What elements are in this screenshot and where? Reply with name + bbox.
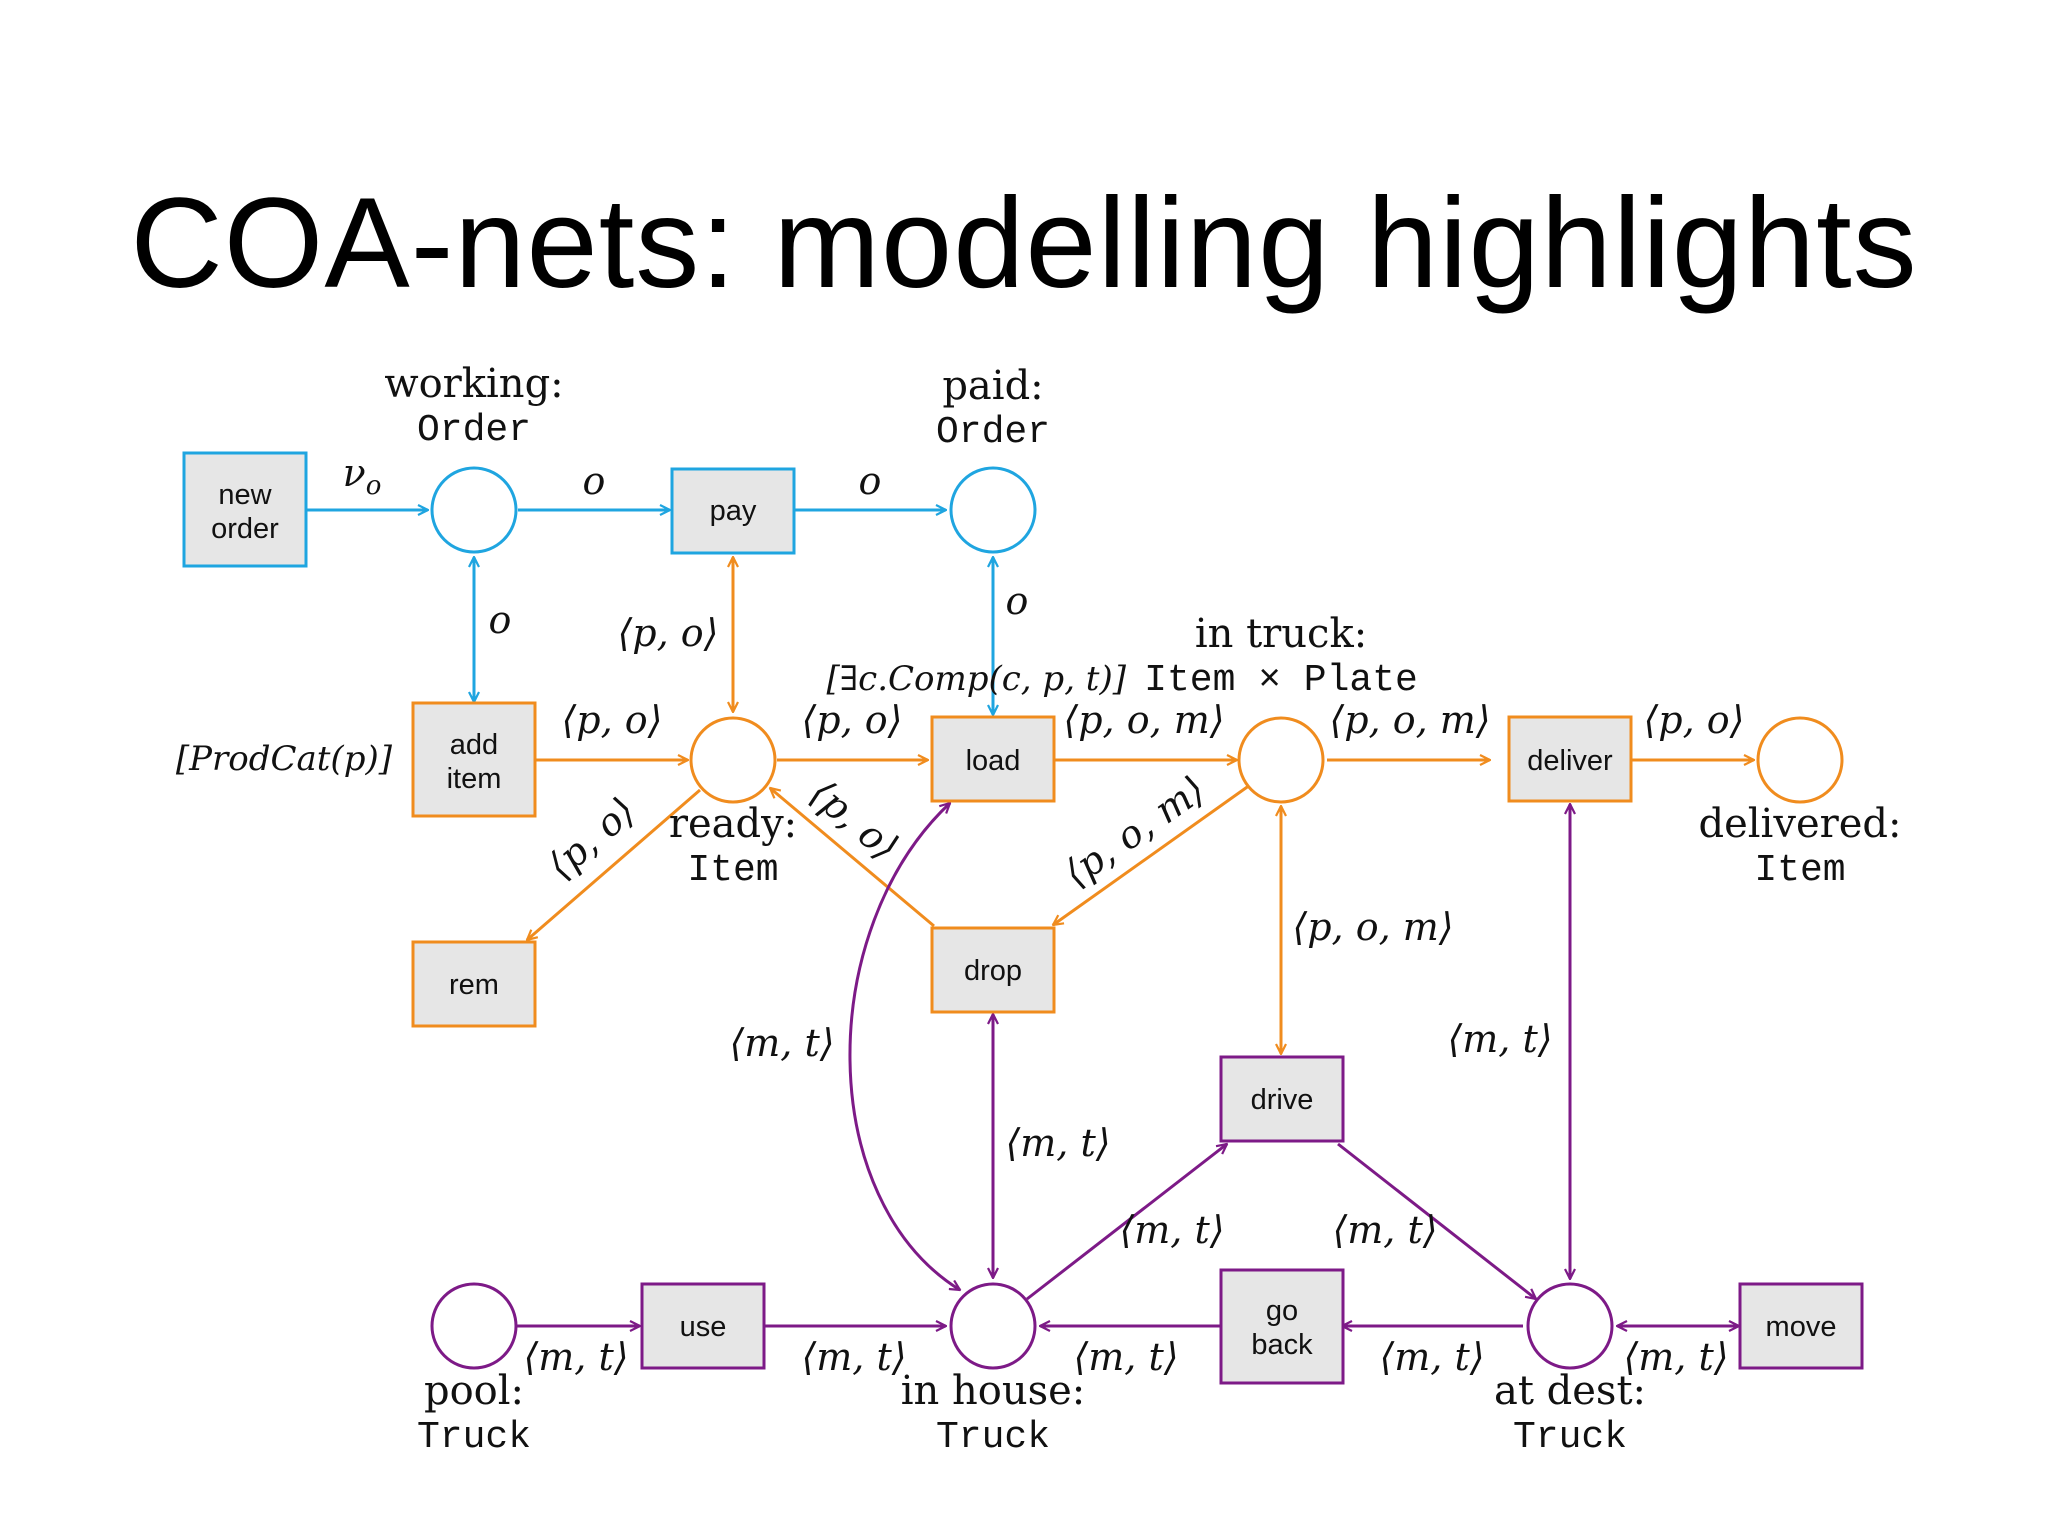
arc-inhouse-drive <box>1026 1144 1227 1301</box>
inscription-atdest-move: ⟨m, t⟩ <box>1623 1335 1728 1379</box>
place-delivered-type: Item <box>1754 849 1845 892</box>
transition-drop <box>930 926 1056 1014</box>
transition-drive <box>1219 1055 1345 1143</box>
inscription-goback-inhouse: ⟨m, t⟩ <box>1073 1335 1178 1379</box>
label-load: load <box>966 745 1021 777</box>
place-working <box>430 466 518 554</box>
blue-arcs <box>307 510 993 715</box>
inscription-pay-ready: ⟨p, o⟩ <box>617 611 718 655</box>
place-delivered-name: delivered: <box>1698 801 1901 847</box>
inscription-ready-rem: ⟨p, o⟩ <box>539 788 644 887</box>
inscription-inhouse-drive: ⟨m, t⟩ <box>1119 1208 1224 1252</box>
inscription-pool-use: ⟨m, t⟩ <box>523 1335 628 1379</box>
place-paid-name: paid: <box>942 363 1043 409</box>
purple-arcs <box>517 803 1739 1326</box>
arc-drop-ready <box>770 788 935 928</box>
place-in-house-name: in house: <box>901 1368 1086 1414</box>
inscription-deliver-delivered: ⟨p, o⟩ <box>1643 698 1744 742</box>
guard-add-item: [ProdCat(p)] <box>176 739 393 779</box>
transition-labels: new order pay add item load deliver rem … <box>211 479 1836 1361</box>
arc-intruck-drop <box>1053 783 1251 925</box>
label-drive: drive <box>1251 1084 1314 1116</box>
inscription-load-inhouse: ⟨m, t⟩ <box>729 1021 834 1065</box>
label-add-item-line2: item <box>447 763 502 795</box>
arc-load-inhouse <box>848 803 960 1290</box>
inscription-load-intruck: ⟨p, o, m⟩ <box>1063 698 1224 742</box>
inscription-intruck-drop: ⟨p, o, m⟩ <box>1056 767 1213 896</box>
place-pool-type: Truck <box>417 1416 531 1459</box>
orange-arcs <box>527 557 1754 1054</box>
transition-use <box>640 1282 766 1370</box>
label-drop: drop <box>964 955 1022 987</box>
place-at-dest-name: at dest: <box>1494 1368 1646 1414</box>
transition-new-order <box>182 451 308 568</box>
label-new-order-line2: order <box>211 513 279 545</box>
label-rem: rem <box>449 969 499 1001</box>
place-in-house <box>949 1282 1037 1370</box>
inscription-drop-ready: ⟨p, o⟩ <box>802 771 908 870</box>
label-add-item-line1: add <box>450 729 498 761</box>
place-labels: working: Order paid: Order ready: Item i… <box>384 361 1901 1459</box>
arc-ready-rem <box>527 788 701 940</box>
transitions <box>182 451 1864 1385</box>
transition-load <box>930 715 1056 803</box>
inscription-nu-o: νo <box>343 451 382 501</box>
place-pool <box>430 1282 518 1370</box>
label-go-back-line1: go <box>1266 1295 1298 1327</box>
place-at-dest <box>1526 1282 1614 1370</box>
place-ready <box>689 716 777 804</box>
transition-pay <box>670 467 796 555</box>
place-in-house-type: Truck <box>936 1416 1050 1459</box>
transition-rem <box>411 940 537 1028</box>
inscription-drop-inhouse: ⟨m, t⟩ <box>1005 1121 1110 1165</box>
inscription-deliver-atdest: ⟨m, t⟩ <box>1447 1017 1552 1061</box>
place-ready-name: ready: <box>669 801 797 847</box>
inscription-working-pay: o <box>583 459 606 503</box>
label-go-back-line2: back <box>1251 1329 1313 1361</box>
place-paid-type: Order <box>936 411 1050 454</box>
inscription-use-inhouse: ⟨m, t⟩ <box>801 1335 906 1379</box>
inscription-pay-paid: o <box>859 459 882 503</box>
place-in-truck-type: Item × Plate <box>1144 659 1418 702</box>
inscription-drive-atdest: ⟨m, t⟩ <box>1332 1208 1437 1252</box>
place-pool-name: pool: <box>424 1368 524 1414</box>
inscription-intruck-deliver: ⟨p, o, m⟩ <box>1329 698 1490 742</box>
label-deliver: deliver <box>1527 745 1613 777</box>
place-in-truck-name: in truck: <box>1195 611 1367 657</box>
inscription-atdest-goback: ⟨m, t⟩ <box>1379 1335 1484 1379</box>
nu-subscript: o <box>366 471 382 501</box>
place-ready-type: Item <box>687 849 778 892</box>
guard-load: [∃c.Comp(c, p, t)] <box>826 659 1126 699</box>
nu-symbol: ν <box>343 451 366 495</box>
inscription-ready-load: ⟨p, o⟩ <box>801 698 902 742</box>
label-use: use <box>680 1311 727 1343</box>
label-new-order-line1: new <box>218 479 272 511</box>
label-pay: pay <box>710 495 757 527</box>
transition-go-back <box>1219 1268 1345 1385</box>
transition-deliver <box>1507 715 1633 803</box>
inscription-additem-ready: ⟨p, o⟩ <box>561 698 662 742</box>
transition-move <box>1738 1282 1864 1370</box>
guards: [ProdCat(p)] [∃c.Comp(c, p, t)] <box>176 659 1127 779</box>
place-working-type: Order <box>417 409 531 452</box>
place-in-truck <box>1237 716 1325 804</box>
place-working-name: working: <box>384 361 563 407</box>
transition-add-item <box>411 701 537 818</box>
inscription-working-additem: o <box>489 598 512 642</box>
place-delivered <box>1756 716 1844 804</box>
arc-drive-atdest <box>1337 1142 1536 1299</box>
slide-title: COA-nets: modelling highlights <box>130 172 1918 315</box>
place-at-dest-type: Truck <box>1513 1416 1627 1459</box>
places <box>430 466 1844 1370</box>
label-move: move <box>1766 1311 1837 1343</box>
arc-inscriptions: νo o o o o ⟨p, o⟩ ⟨p, o⟩ ⟨p, o⟩ ⟨p, o, m… <box>343 451 1745 1379</box>
place-paid <box>949 466 1037 554</box>
inscription-intruck-drive: ⟨p, o, m⟩ <box>1292 905 1453 949</box>
inscription-paid-load: o <box>1006 579 1029 623</box>
